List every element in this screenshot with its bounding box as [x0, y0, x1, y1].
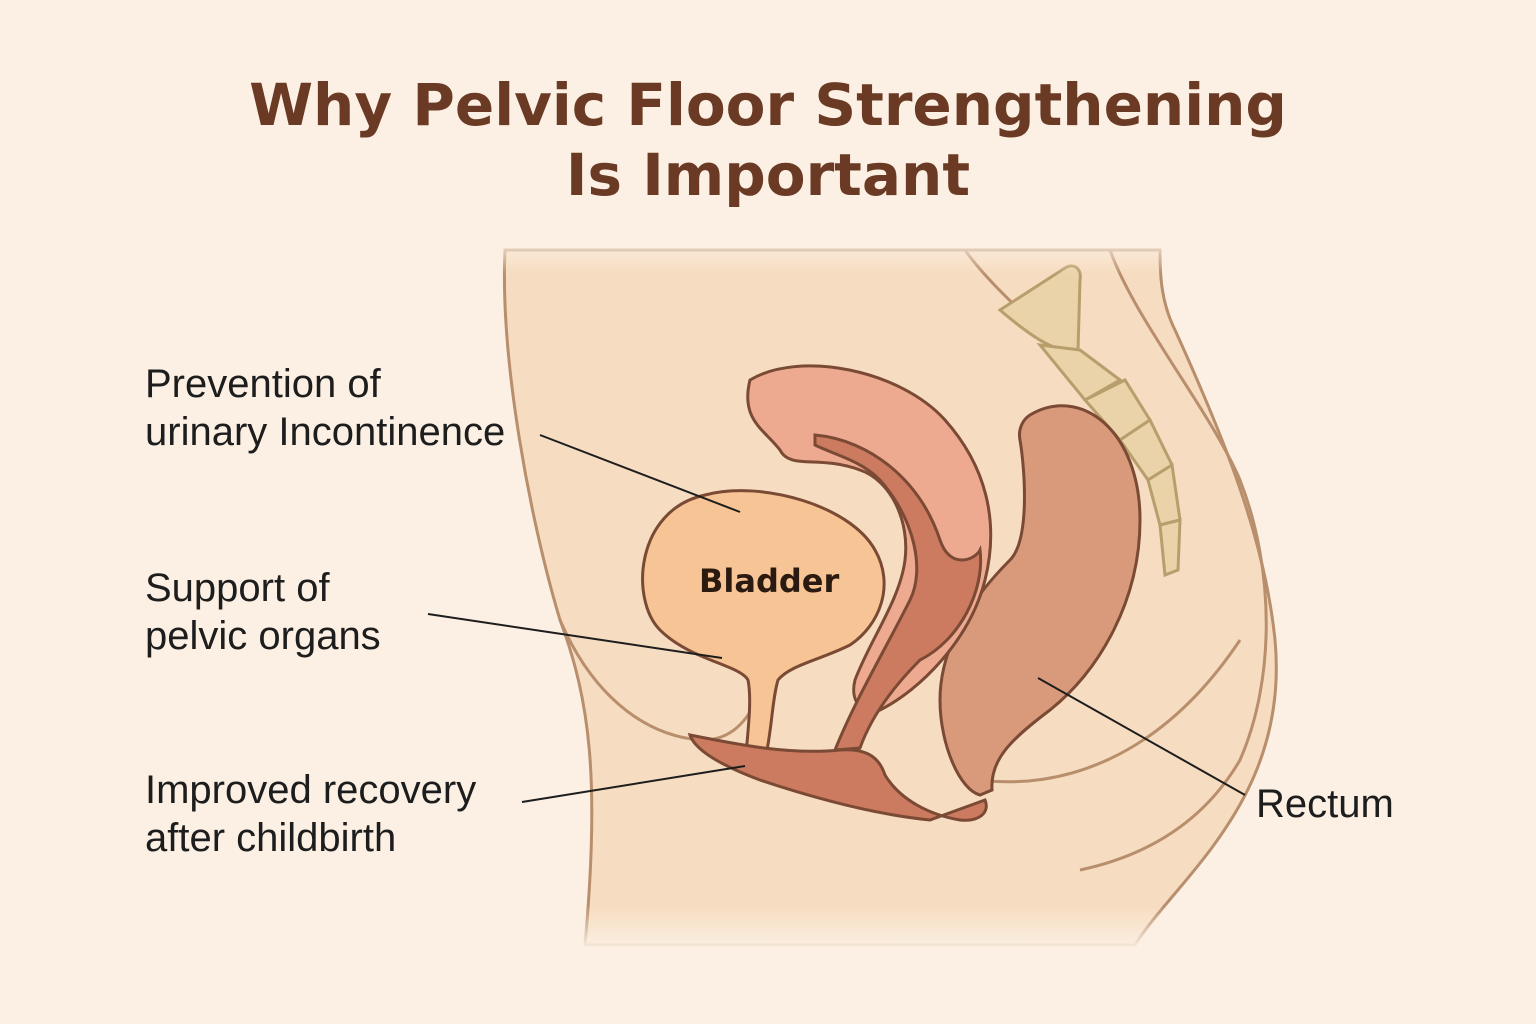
benefit-label-line: urinary Incontinence: [145, 410, 506, 454]
bladder: [641, 489, 886, 767]
front-thigh-fold: [558, 619, 752, 742]
benefit-label-line: Prevention of: [145, 362, 381, 406]
benefit-label-line: Improved recovery: [145, 768, 477, 812]
benefit-childbirth-label: Improved recovery after childbirth: [145, 766, 476, 862]
benefit-label-line: Support of: [145, 566, 330, 610]
benefit-pelvic-organs-label: Support of pelvic organs: [145, 564, 381, 660]
benefit-label-line: pelvic organs: [145, 614, 381, 658]
coccyx: [997, 264, 1182, 578]
leader-line-childbirth: [521, 765, 746, 803]
pelvic-floor-muscle: [687, 733, 988, 822]
title-line-1: Why Pelvic Floor Strengthening: [249, 71, 1287, 139]
leader-line-incontinence: [539, 434, 741, 513]
rectum: [938, 404, 1142, 797]
bladder-label: Bladder: [699, 562, 840, 600]
page-title: Why Pelvic Floor Strengthening Is Import…: [0, 70, 1536, 210]
leader-line-pelvic-organs: [427, 613, 723, 659]
vaginal-canal: [813, 433, 983, 752]
benefit-label-line: after childbirth: [145, 816, 397, 860]
title-line-2: Is Important: [565, 141, 971, 209]
leader-line-rectum: [1037, 677, 1246, 796]
bottom-fade: [560, 905, 1180, 950]
benefit-incontinence-label: Prevention of urinary Incontinence: [145, 360, 505, 456]
rectum-label: Rectum: [1256, 780, 1394, 828]
rectum-label-text: Rectum: [1256, 782, 1394, 826]
buttock-curve: [979, 639, 1242, 784]
back-contour-line: [1079, 249, 1268, 872]
top-fade: [480, 235, 1200, 275]
